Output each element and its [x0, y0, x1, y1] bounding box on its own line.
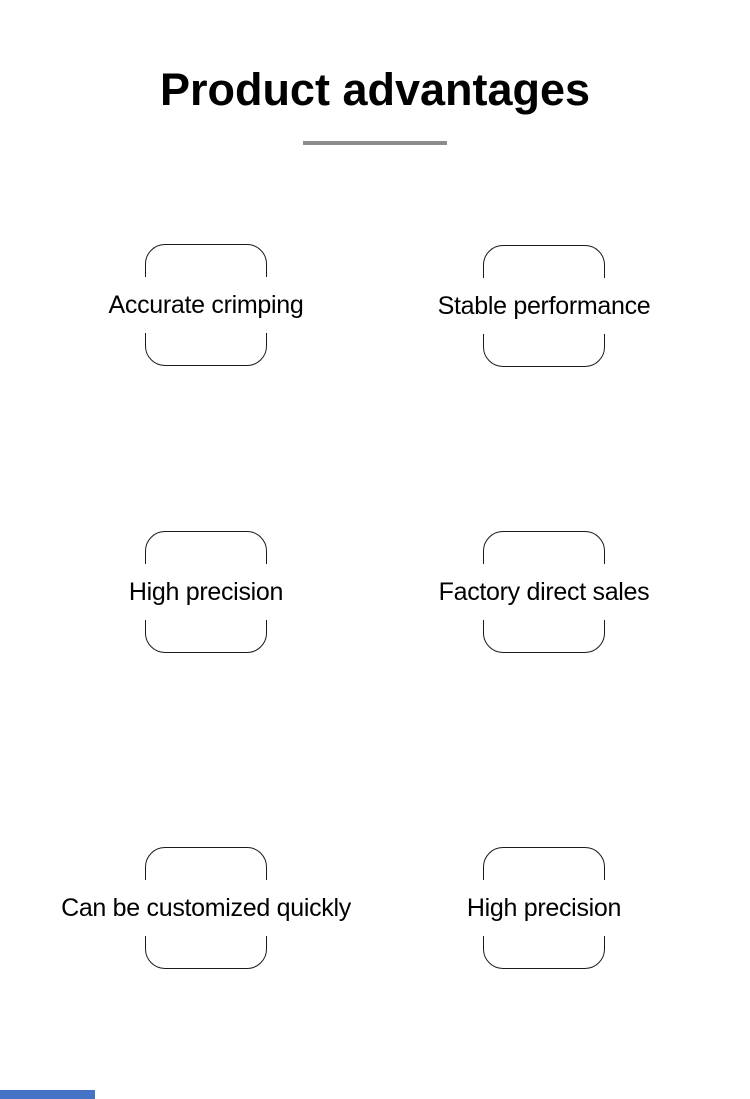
advantage-label: High precision [369, 880, 719, 936]
advantage-card: Accurate crimping [31, 244, 381, 366]
advantage-card: Can be customized quickly [31, 847, 381, 969]
advantage-card: Factory direct sales [369, 531, 719, 653]
advantage-label: Factory direct sales [369, 564, 719, 620]
advantage-label: Can be customized quickly [31, 880, 381, 936]
page-title: Product advantages [159, 64, 591, 115]
advantage-label: Accurate crimping [31, 277, 381, 333]
advantage-label: High precision [31, 564, 381, 620]
title-divider [303, 141, 447, 145]
advantage-card: High precision [31, 531, 381, 653]
advantage-card: High precision [369, 847, 719, 969]
advantage-label: Stable performance [369, 278, 719, 334]
bottom-accent-bar [0, 1090, 95, 1099]
advantage-card: Stable performance [369, 245, 719, 367]
